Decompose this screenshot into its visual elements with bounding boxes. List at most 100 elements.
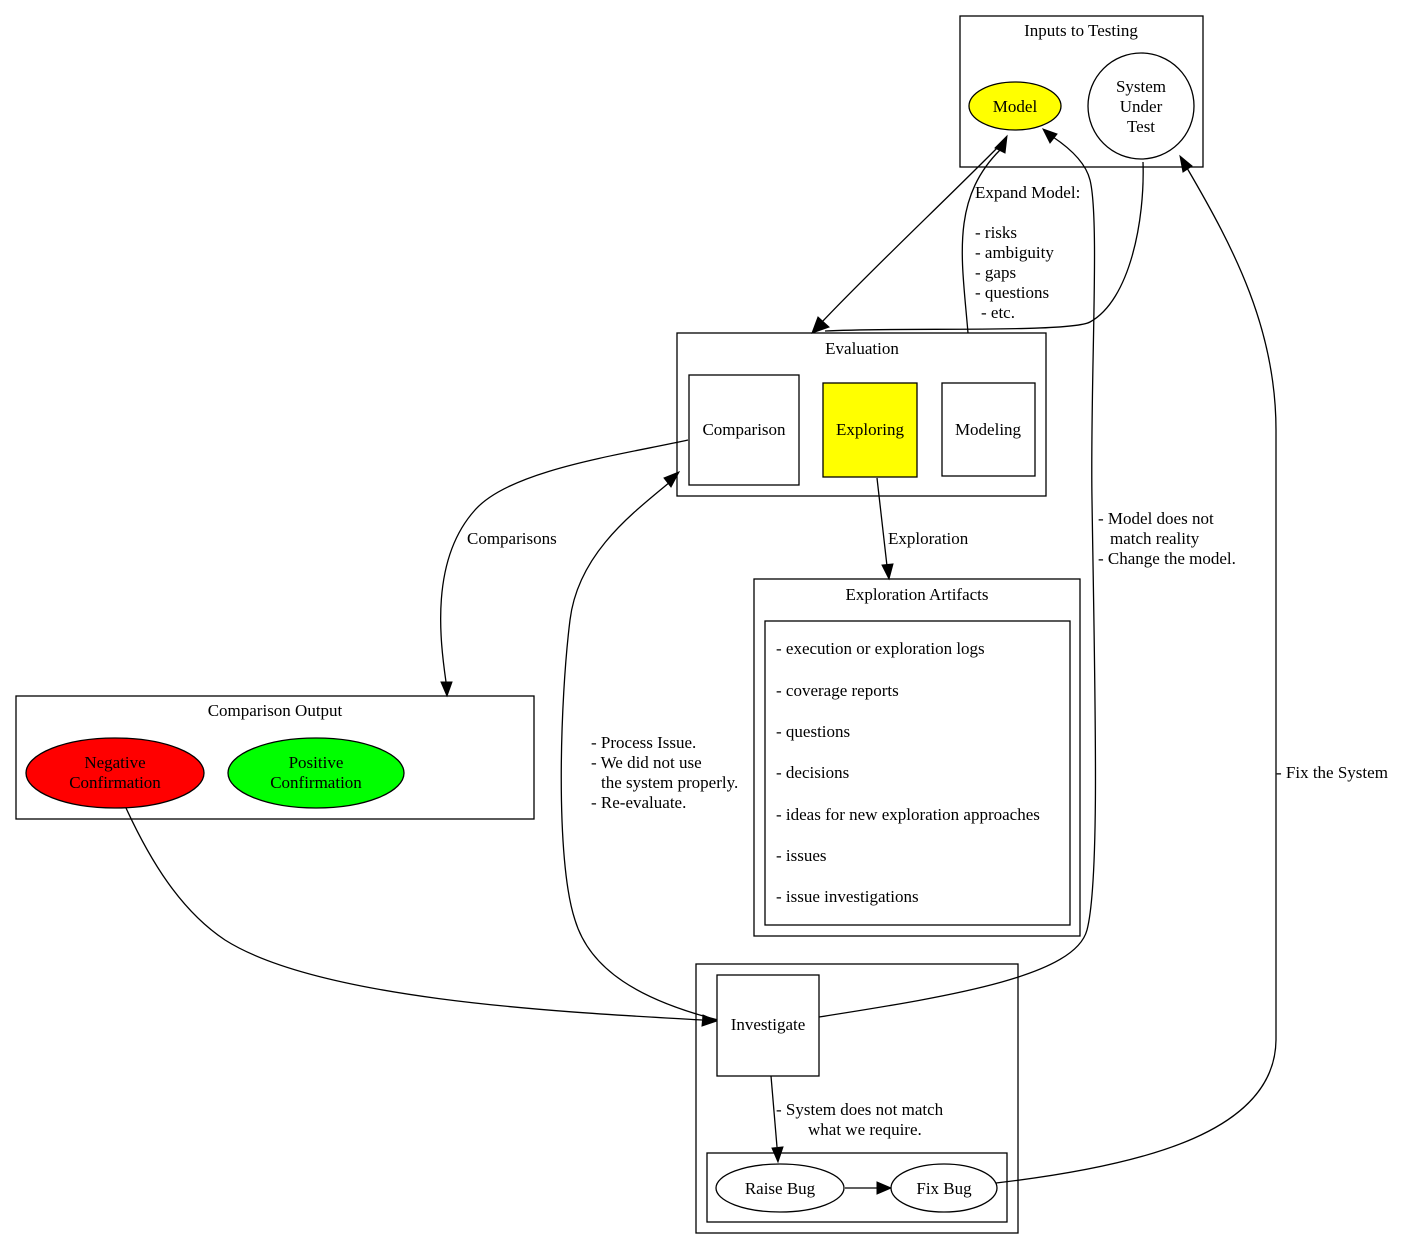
model-mismatch-line: - Change the model.	[1098, 549, 1236, 568]
edge-model-mismatch	[818, 136, 1097, 1018]
cluster-investigation	[695, 963, 1019, 1234]
artifact-item: - issue investigations	[776, 887, 919, 906]
arrowhead-exploration	[881, 563, 894, 581]
comparison-label: Comparison	[702, 420, 786, 439]
fix-bug-label: Fix Bug	[916, 1179, 972, 1198]
positive-confirmation-shape	[227, 737, 405, 809]
edge-process-issue	[560, 481, 719, 1021]
cluster-comparison-output: Comparison Output	[15, 695, 535, 820]
cluster-evaluation-title: Evaluation	[825, 339, 899, 358]
cluster-comparison-output-title: Comparison Output	[208, 701, 343, 720]
cluster-artifacts-title: Exploration Artifacts	[845, 585, 988, 604]
edge-label-system-mismatch: - System does not match what we require.	[776, 1100, 944, 1139]
sut-label-line-3: Test	[1127, 117, 1155, 136]
cluster-comparison-output-frame	[15, 695, 535, 820]
edge-investigate-to-raise-bug	[770, 1075, 778, 1148]
node-investigate[interactable]: Investigate	[716, 974, 820, 1077]
fix-bug-shape	[890, 1163, 998, 1213]
modeling-shape	[941, 382, 1036, 477]
sut-label-line-2: Under	[1120, 97, 1163, 116]
process-issue-line: the system properly.	[601, 773, 738, 792]
edge-label-model-mismatch: - Model does not match reality - Change …	[1098, 509, 1236, 568]
raise-bug-shape	[715, 1163, 845, 1213]
cluster-inputs-to-testing: Inputs to Testing	[959, 15, 1204, 168]
artifact-item: - coverage reports	[776, 681, 899, 700]
edges	[125, 128, 1277, 1195]
edge-label-fix-the-system: - Fix the System	[1276, 763, 1388, 782]
system-mismatch-line: - System does not match	[776, 1100, 944, 1119]
sut-shape	[1087, 52, 1195, 160]
arrowhead-raise-bug	[771, 1146, 784, 1164]
artifact-item: - questions	[776, 722, 850, 741]
edge-sut-to-evaluation	[824, 161, 1144, 332]
node-raise-bug[interactable]: Raise Bug	[715, 1163, 845, 1213]
artifacts-list-box	[764, 620, 1071, 926]
cluster-inputs-frame	[959, 15, 1204, 168]
arrowhead-model-to-evaluation	[811, 316, 830, 334]
investigate-shape	[716, 974, 820, 1077]
cluster-exploration-artifacts: Exploration Artifacts	[753, 578, 1081, 937]
process-issue-line: - We did not use	[591, 753, 702, 772]
negative-label-line-2: Confirmation	[69, 773, 161, 792]
node-model[interactable]: Model	[968, 81, 1062, 131]
edge-expand-model	[961, 149, 1001, 334]
process-issue-line: - Re-evaluate.	[591, 793, 686, 812]
negative-confirmation-shape	[25, 737, 205, 809]
artifact-item: - ideas for new exploration approaches	[776, 805, 1040, 824]
exploring-label: Exploring	[836, 420, 904, 439]
expand-model-line: - questions	[975, 283, 1049, 302]
edge-label-process-issue: - Process Issue. - We did not use the sy…	[591, 733, 738, 812]
sut-label-line-1: System	[1116, 77, 1166, 96]
edge-model-to-evaluation	[821, 139, 1006, 323]
artifact-item: - execution or exploration logs	[776, 639, 985, 658]
artifact-list: - execution or exploration logs - covera…	[776, 639, 1040, 906]
cluster-evaluation-frame	[676, 332, 1047, 497]
node-exploring[interactable]: Exploring	[822, 382, 918, 478]
cluster-inputs-title: Inputs to Testing	[1024, 21, 1138, 40]
positive-label-line-2: Confirmation	[270, 773, 362, 792]
cluster-bug-fix-frame	[706, 1152, 1008, 1223]
negative-label-line-1: Negative	[84, 753, 145, 772]
expand-model-line: Expand Model:	[975, 183, 1080, 202]
model-mismatch-line: match reality	[1110, 529, 1200, 548]
cluster-evaluation: Evaluation	[676, 332, 1047, 497]
node-system-under-test[interactable]: System Under Test	[1087, 52, 1195, 160]
artifact-item: - issues	[776, 846, 827, 865]
model-mismatch-line: - Model does not	[1098, 509, 1214, 528]
comparison-shape	[688, 374, 800, 486]
node-comparison[interactable]: Comparison	[688, 374, 800, 486]
arrowhead-fix-the-system	[1179, 154, 1193, 173]
node-fix-bug[interactable]: Fix Bug	[890, 1163, 998, 1213]
exploring-shape	[822, 382, 918, 478]
edge-exploration	[876, 477, 888, 567]
modeling-label: Modeling	[955, 420, 1022, 439]
edge-fix-the-system	[995, 167, 1277, 1184]
investigate-label: Investigate	[731, 1015, 806, 1034]
cluster-artifacts-frame	[753, 578, 1081, 937]
expand-model-line: - ambiguity	[975, 243, 1054, 262]
model-label: Model	[993, 97, 1038, 116]
arrowhead-comparisons	[440, 681, 453, 698]
arrowhead-fix-bug	[876, 1181, 893, 1195]
positive-label-line-1: Positive	[289, 753, 344, 772]
arrowhead-expand-model	[994, 134, 1008, 154]
node-positive-confirmation[interactable]: Positive Confirmation	[227, 737, 405, 809]
edge-negative-to-investigate	[125, 807, 703, 1021]
expand-model-line: - risks	[975, 223, 1017, 242]
expand-model-line: - gaps	[975, 263, 1016, 282]
system-mismatch-line: what we require.	[808, 1120, 922, 1139]
artifact-item: - decisions	[776, 763, 849, 782]
cluster-investigation-frame	[695, 963, 1019, 1234]
raise-bug-label: Raise Bug	[745, 1179, 816, 1198]
edge-label-comparisons: Comparisons	[467, 529, 557, 548]
arrowhead-process-issue	[663, 471, 681, 488]
node-negative-confirmation[interactable]: Negative Confirmation	[25, 737, 205, 809]
edge-label-exploration: Exploration	[888, 529, 969, 548]
node-modeling[interactable]: Modeling	[941, 382, 1036, 477]
arrowhead-model-mismatch	[1041, 128, 1058, 144]
edge-comparisons	[440, 439, 689, 683]
expand-model-line: - etc.	[981, 303, 1015, 322]
edge-label-expand-model: Expand Model: - risks - ambiguity - gaps…	[975, 183, 1080, 322]
process-issue-line: - Process Issue.	[591, 733, 696, 752]
